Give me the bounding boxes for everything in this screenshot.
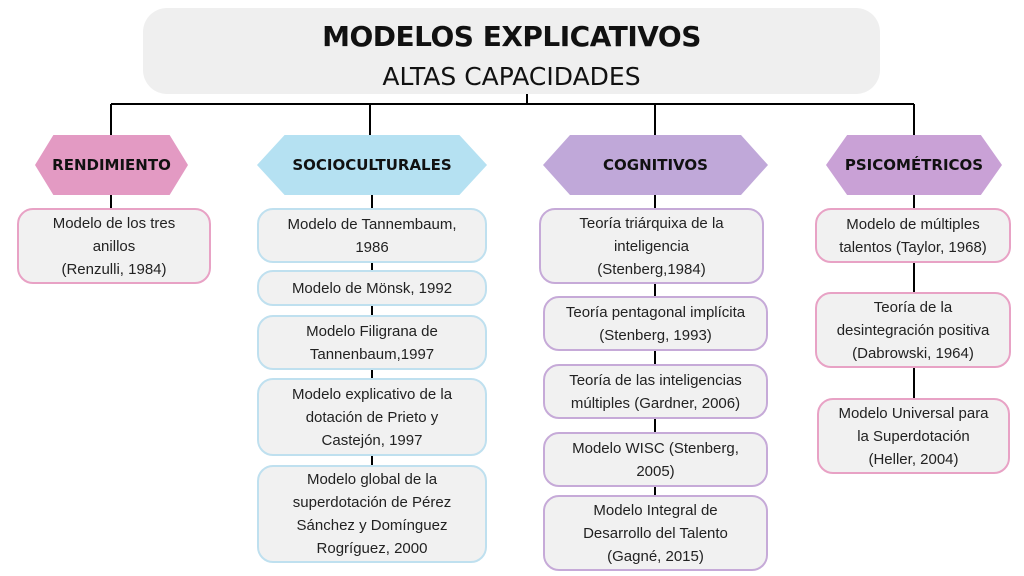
model-box: Teoría pentagonal implícita (Stenberg, 1… [543, 296, 768, 351]
model-box: Modelo Integral de Desarrollo del Talent… [543, 495, 768, 571]
category-cognitivos: COGNITIVOS [543, 135, 768, 195]
model-text: Teoría de la desintegración positiva (Da… [836, 298, 990, 362]
model-text: Modelo WISC (Stenberg, 2005) [572, 439, 739, 480]
title-box: MODELOS EXPLICATIVOS ALTAS CAPACIDADES [143, 8, 880, 94]
diagram-subtitle: ALTAS CAPACIDADES [382, 62, 641, 91]
model-text: Modelo explicativo de la dotación de Pri… [291, 385, 453, 449]
model-box: Modelo de los tres anillos (Renzulli, 19… [17, 208, 211, 284]
model-box: Modelo WISC (Stenberg, 2005) [543, 432, 768, 487]
model-text: Teoría triárquixa de la inteligencia (St… [579, 214, 724, 278]
model-text: Modelo Integral de Desarrollo del Talent… [583, 501, 728, 565]
category-psicometricos: PSICOMÉTRICOS [826, 135, 1002, 195]
model-box: Modelo Filigrana de Tannenbaum,1997 [257, 315, 487, 370]
model-text: Modelo de Tannembaum, 1986 [287, 215, 457, 256]
model-text: Modelo Universal para la Superdotación (… [838, 404, 989, 468]
diagram-title: MODELOS EXPLICATIVOS [322, 20, 701, 53]
category-rendimiento: RENDIMIENTO [35, 135, 188, 195]
model-text: Modelo de los tres anillos (Renzulli, 19… [52, 214, 176, 278]
model-box: Modelo de Mönsk, 1992 [257, 270, 487, 306]
model-text: Teoría pentagonal implícita (Stenberg, 1… [565, 303, 746, 344]
model-text: Teoría de las inteligencias múltiples (G… [569, 371, 742, 412]
model-box: Teoría de la desintegración positiva (Da… [815, 292, 1011, 368]
model-box: Modelo de Tannembaum, 1986 [257, 208, 487, 263]
model-box: Modelo global de la superdotación de Pér… [257, 465, 487, 563]
model-text: Modelo de múltiples talentos (Taylor, 19… [839, 215, 987, 256]
model-box: Teoría de las inteligencias múltiples (G… [543, 364, 768, 419]
model-box: Modelo explicativo de la dotación de Pri… [257, 378, 487, 456]
model-box: Teoría triárquixa de la inteligencia (St… [539, 208, 764, 284]
model-text: Modelo Filigrana de Tannenbaum,1997 [306, 322, 438, 363]
model-text: Modelo global de la superdotación de Pér… [292, 471, 452, 557]
model-box: Modelo de múltiples talentos (Taylor, 19… [815, 208, 1011, 263]
model-text: Modelo de Mönsk, 1992 [291, 279, 453, 297]
category-socioculturales: SOCIOCULTURALES [257, 135, 487, 195]
model-box: Modelo Universal para la Superdotación (… [817, 398, 1010, 474]
